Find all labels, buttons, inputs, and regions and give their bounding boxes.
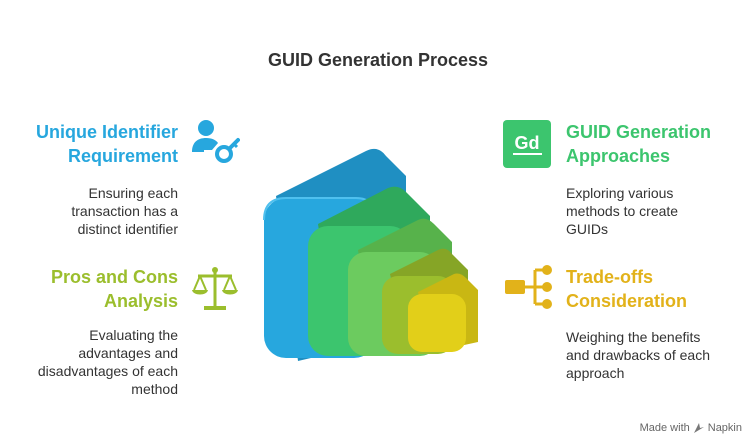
desc-line: Weighing the benefits [566,329,701,345]
made-with-label: Made with [639,422,690,434]
desc-line: distinct identifier [77,221,178,237]
desc-unique-identifier: Ensuring each transaction has a distinct… [10,184,178,238]
desc-line: approach [566,365,625,381]
desc-trade-offs: Weighing the benefits and drawbacks of e… [566,328,746,382]
desc-line: transaction has a [71,203,178,219]
heading-pros-cons: Pros and Cons Analysis [10,265,178,313]
gd-badge-icon: Gd [503,120,551,168]
desc-line: Exploring various [566,185,674,201]
page-title: GUID Generation Process [267,50,489,70]
desc-line: method [131,381,178,397]
balance-scale-icon [192,267,238,310]
desc-line: Evaluating the [89,327,178,343]
heading-line: Analysis [103,291,178,311]
desc-line: advantages and [78,345,178,361]
heading-line: GUID Generation [566,122,712,142]
napkin-attribution[interactable]: Made with Napkin [640,422,742,434]
heading-guid-approaches: GUID Generation Approaches [566,120,746,168]
desc-line: methods to create [566,203,679,219]
desc-line: and drawbacks of each [566,347,710,363]
gd-badge-text: Gd [512,133,542,155]
heading-line: Trade-offs [566,267,654,287]
heading-unique-identifier: Unique Identifier Requirement [10,120,178,168]
heading-line: Pros and Cons [50,267,178,287]
heading-line: Requirement [67,146,178,166]
desc-pros-cons: Evaluating the advantages and disadvanta… [10,326,178,398]
branch-flow-icon [505,265,552,309]
nested-layers-graphic [263,148,478,361]
desc-line: GUIDs [566,221,608,237]
user-key-icon [192,120,240,163]
desc-line: Ensuring each [88,185,178,201]
desc-line: disadvantages of each [37,363,178,379]
layer-yellow [408,294,466,352]
heading-trade-offs: Trade-offs Consideration [566,265,746,313]
heading-line: Consideration [566,291,688,311]
napkin-logo-icon [693,423,704,433]
heading-line: Approaches [566,146,671,166]
napkin-brand: Napkin [707,422,742,434]
desc-guid-approaches: Exploring various methods to create GUID… [566,184,746,238]
heading-line: Unique Identifier [35,122,178,142]
